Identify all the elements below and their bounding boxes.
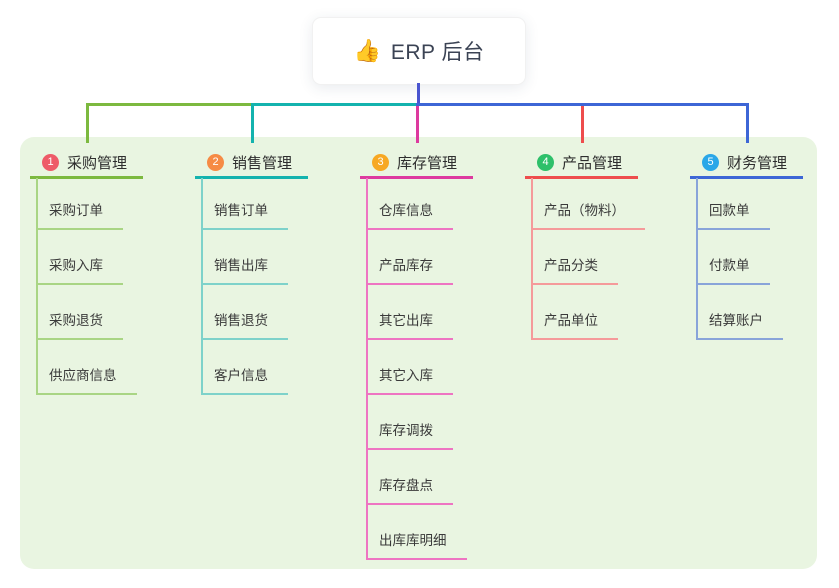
- mindmap-leaf-node[interactable]: 采购入库: [36, 256, 123, 285]
- connector-branch-drop: [86, 103, 89, 143]
- branch-node-2[interactable]: 2 销售管理: [207, 149, 292, 175]
- root-node[interactable]: 👍 ERP 后台: [312, 17, 526, 85]
- branch-underline: [525, 176, 638, 179]
- connector-bus-segment: [251, 103, 419, 106]
- mindmap-leaf-node[interactable]: 库存盘点: [366, 476, 453, 505]
- connector-bus-segment: [416, 103, 749, 106]
- branches-background-panel: [20, 137, 817, 569]
- branch-node-1[interactable]: 1 采购管理: [42, 149, 127, 175]
- branch-underline: [30, 176, 143, 179]
- connector-branch-drop: [416, 106, 419, 143]
- branch-underline: [195, 176, 308, 179]
- root-node-label: ERP 后台: [390, 41, 485, 64]
- branch-number-badge: 4: [537, 153, 554, 171]
- branch-number-badge: 1: [42, 153, 59, 171]
- thumbs-up-icon: 👍: [353, 38, 381, 63]
- mindmap-leaf-node[interactable]: 付款单: [696, 256, 770, 285]
- mindmap-leaf-node[interactable]: 销售订单: [201, 201, 288, 230]
- connector-bus-segment: [86, 103, 251, 106]
- branch-underline: [690, 176, 803, 179]
- mindmap-leaf-node[interactable]: 供应商信息: [36, 366, 137, 395]
- mindmap-leaf-node[interactable]: 产品单位: [531, 311, 618, 340]
- branch-node-5[interactable]: 5 财务管理: [702, 149, 787, 175]
- mindmap-leaf-node[interactable]: 产品（物料）: [531, 201, 645, 230]
- branch-node-label: 产品管理: [562, 154, 623, 172]
- mindmap-leaf-node[interactable]: 销售退货: [201, 311, 288, 340]
- connector-branch-drop: [581, 106, 584, 143]
- mindmap-leaf-node[interactable]: 采购退货: [36, 311, 123, 340]
- branch-sub-spine: [696, 178, 698, 340]
- connector-branch-drop: [746, 103, 749, 143]
- branch-node-label: 销售管理: [232, 154, 293, 172]
- mindmap-leaf-node[interactable]: 其它入库: [366, 366, 453, 395]
- mindmap-leaf-node[interactable]: 客户信息: [201, 366, 288, 395]
- branch-node-label: 库存管理: [397, 154, 458, 172]
- branch-sub-spine: [201, 178, 203, 395]
- mindmap-leaf-node[interactable]: 回款单: [696, 201, 770, 230]
- mindmap-leaf-node[interactable]: 库存调拨: [366, 421, 453, 450]
- branch-underline: [360, 176, 473, 179]
- mindmap-leaf-node[interactable]: 仓库信息: [366, 201, 453, 230]
- branch-node-label: 采购管理: [67, 154, 128, 172]
- mindmap-leaf-node[interactable]: 其它出库: [366, 311, 453, 340]
- connector-root-descender: [417, 83, 420, 104]
- branch-number-badge: 5: [702, 153, 719, 171]
- branch-node-3[interactable]: 3 库存管理: [372, 149, 457, 175]
- branch-sub-spine: [531, 178, 533, 340]
- mindmap-leaf-node[interactable]: 产品分类: [531, 256, 618, 285]
- branch-node-4[interactable]: 4 产品管理: [537, 149, 622, 175]
- branch-node-label: 财务管理: [727, 154, 788, 172]
- mindmap-leaf-node[interactable]: 出库库明细: [366, 531, 467, 560]
- mindmap-leaf-node[interactable]: 销售出库: [201, 256, 288, 285]
- branch-number-badge: 3: [372, 153, 389, 171]
- mindmap-leaf-node[interactable]: 产品库存: [366, 256, 453, 285]
- branch-sub-spine: [366, 178, 368, 560]
- branch-sub-spine: [36, 178, 38, 395]
- branch-number-badge: 2: [207, 153, 224, 171]
- mindmap-leaf-node[interactable]: 采购订单: [36, 201, 123, 230]
- connector-branch-drop: [251, 103, 254, 143]
- mindmap-leaf-node[interactable]: 结算账户: [696, 311, 783, 340]
